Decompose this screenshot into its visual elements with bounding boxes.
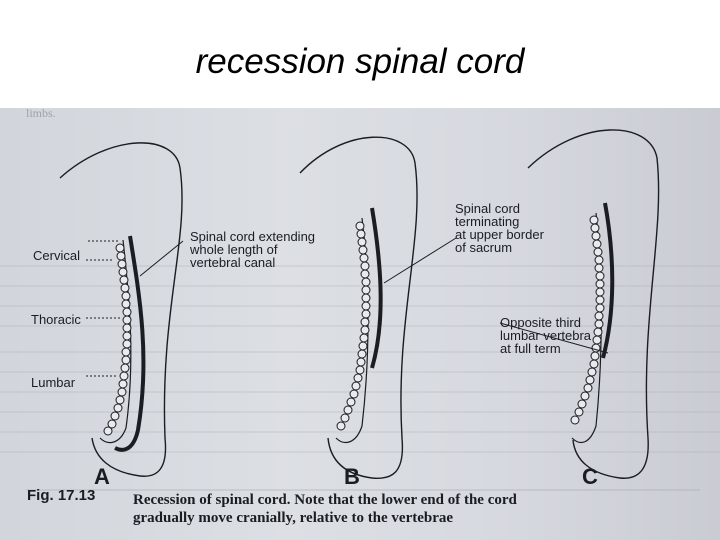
textbook-figure-photo: limbs. Cervical Thoracic Lumbar Spinal c… xyxy=(0,108,720,540)
annotation-c-line-1: Opposite third xyxy=(500,315,581,330)
panel-label-b: B xyxy=(344,464,360,489)
panel-b-drawing xyxy=(299,136,418,480)
annotation-a-line-1: Spinal cord extending xyxy=(190,229,316,244)
panel-c-leader xyxy=(499,322,609,354)
annotation-a: Spinal cord extending whole length of ve… xyxy=(190,230,315,269)
slide-title: recession spinal cord xyxy=(195,42,525,81)
annotation-c-line-3: at full term xyxy=(500,341,561,356)
annotation-b-line-2: terminating xyxy=(455,214,520,229)
panel-c-drawing xyxy=(527,129,660,479)
label-cervical: Cervical xyxy=(33,248,80,263)
panel-c-vertebrae xyxy=(570,215,605,425)
label-lumbar: Lumbar xyxy=(31,375,76,390)
panel-a-region-lines xyxy=(86,240,120,377)
spinal-cord-diagram xyxy=(0,129,720,491)
caption-line-2: gradually move cranially, relative to th… xyxy=(133,510,454,526)
panel-a-drawing xyxy=(59,142,183,477)
panel-label-a: A xyxy=(94,464,110,489)
label-thoracic: Thoracic xyxy=(31,312,81,327)
panel-label-c: C xyxy=(582,464,598,489)
panel-a-leader xyxy=(139,240,184,277)
annotation-b-line-4: of sacrum xyxy=(455,240,513,255)
annotation-b: Spinal cord terminating at upper border … xyxy=(455,202,544,254)
annotation-b-line-1: Spinal cord xyxy=(455,201,521,216)
page-top-fragment: limbs. xyxy=(26,108,56,120)
annotation-c-line-2: lumbar vertebra xyxy=(500,328,592,343)
annotation-c: Opposite third lumbar vertebra at full t… xyxy=(500,316,591,355)
panel-a-vertebrae xyxy=(103,243,132,436)
annotation-b-line-3: at upper border xyxy=(455,227,544,242)
caption-line-1: Recession of spinal cord. Note that the … xyxy=(133,492,517,508)
panel-b-leader xyxy=(383,237,457,284)
annotation-a-line-3: vertebral canal xyxy=(190,255,276,270)
panel-b-vertebrae xyxy=(336,221,371,431)
figure-number: Fig. 17.13 xyxy=(27,487,96,504)
annotation-a-line-2: whole length of xyxy=(190,242,278,257)
